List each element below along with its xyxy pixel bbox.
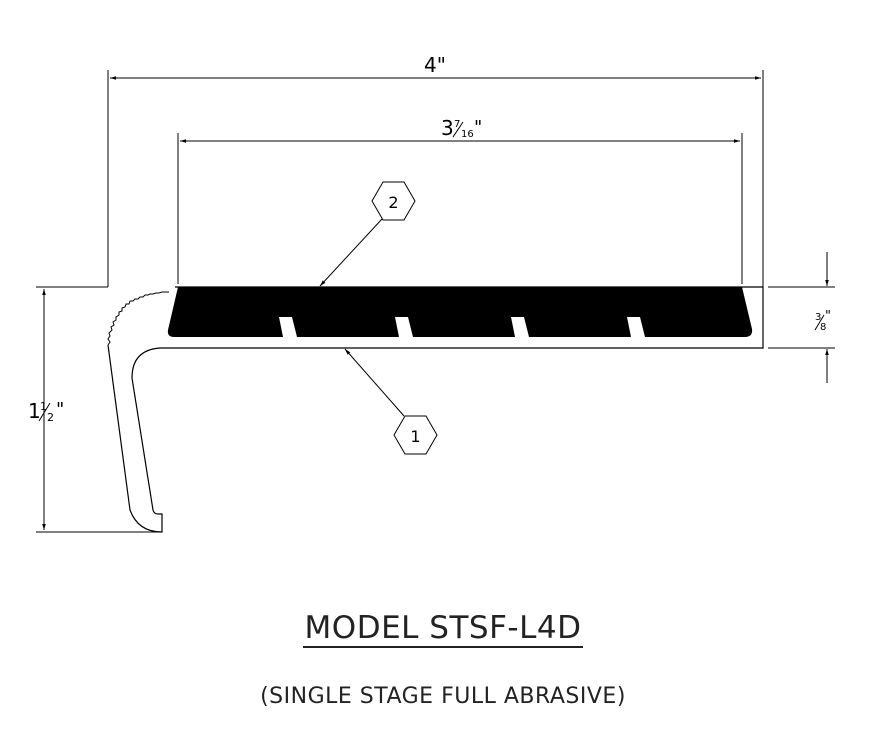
callout-1-leader [344, 348, 405, 417]
serrated-nosing-edge [107, 291, 169, 346]
svg-text:7: 7 [454, 119, 460, 130]
svg-text:": " [825, 309, 831, 324]
abrasive-insert [167, 287, 753, 337]
svg-text:": " [474, 117, 482, 138]
callout-2-hexagon [371, 181, 416, 221]
thickness-label: 3 8 " [814, 309, 831, 333]
model-title: MODEL STSF-L4D [0, 610, 886, 648]
svg-text:2: 2 [47, 411, 54, 424]
model-subtitle: (SINGLE STAGE FULL ABRASIVE) [260, 684, 626, 709]
svg-text:16: 16 [461, 129, 474, 140]
callout-2-label: 2 [388, 193, 398, 212]
svg-text:3: 3 [815, 312, 821, 323]
svg-text:": " [56, 399, 64, 420]
callout-1-label: 1 [410, 427, 420, 446]
svg-text:1: 1 [40, 400, 47, 413]
insert-width-label: 3 7 16 " [441, 116, 482, 140]
callout-2-leader [319, 218, 383, 287]
overall-width-label: 4" [424, 53, 446, 77]
svg-text:3: 3 [441, 116, 454, 140]
svg-text:8: 8 [820, 322, 826, 333]
extension-lines [36, 70, 835, 533]
nosing-profile [107, 286, 764, 533]
svg-text:1: 1 [28, 399, 41, 423]
model-title-text: MODEL STSF-L4D [302, 610, 584, 648]
height-label: 1 1 2 " [28, 399, 64, 424]
callout-1-hexagon [393, 415, 438, 455]
